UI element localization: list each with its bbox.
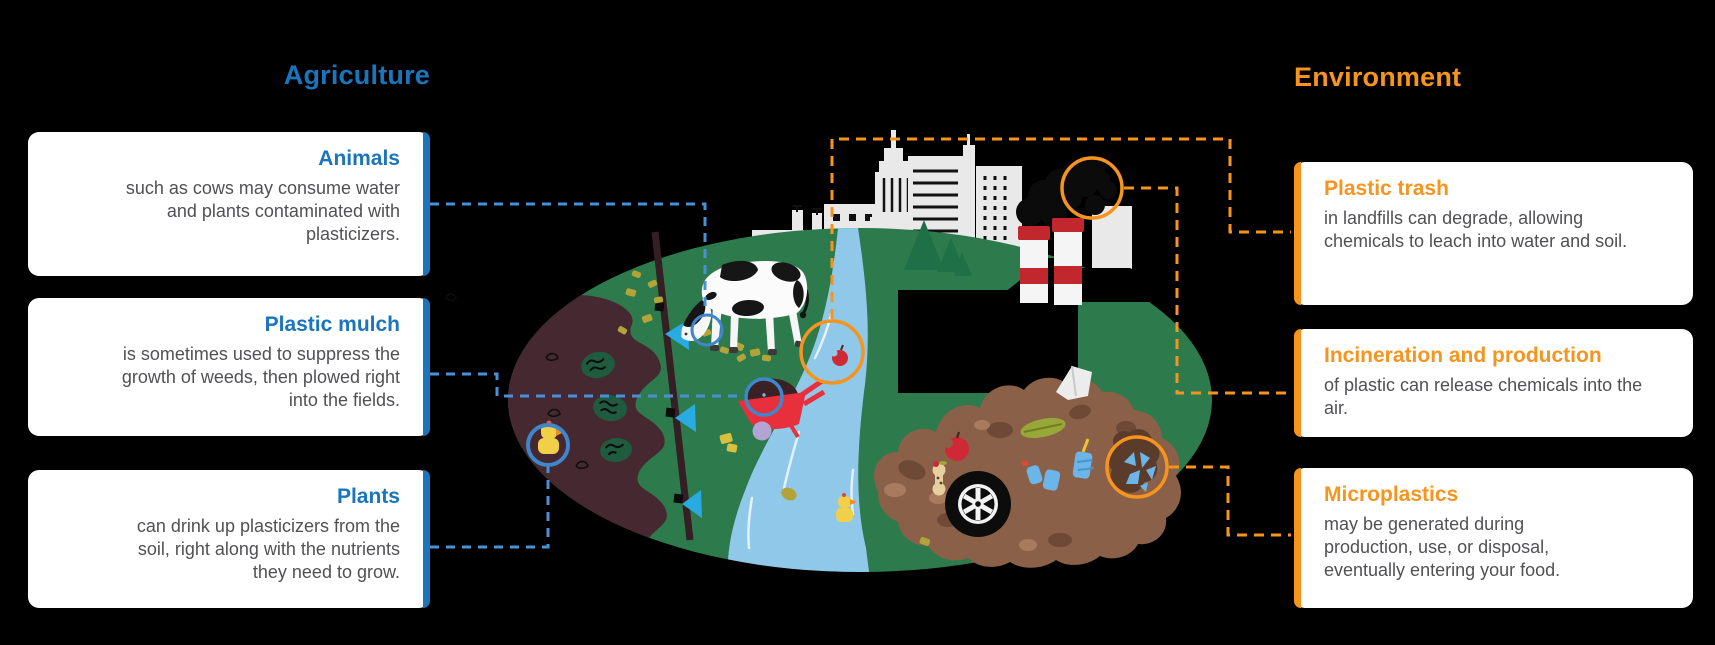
card-accent-bar xyxy=(423,132,430,276)
card-accent-bar xyxy=(423,470,430,608)
card-plants: Plants can drink up plasticizers from th… xyxy=(28,470,430,608)
card-microplastics: Microplastics may be generated during pr… xyxy=(1294,468,1693,608)
plastic-cup-icon xyxy=(1072,438,1095,479)
trash-pile-icon xyxy=(874,365,1181,568)
highlight-circle-duck xyxy=(526,423,570,467)
card-accent-bar xyxy=(1294,162,1301,305)
card-body: can drink up plasticizers from the soil,… xyxy=(136,516,400,582)
highlight-circle-cow xyxy=(690,313,724,347)
connector-incineration xyxy=(1124,186,1291,395)
leaf-icon xyxy=(1020,417,1066,439)
trash-in-river-icon xyxy=(830,344,848,366)
connector-microplastics xyxy=(1169,465,1291,537)
bank-debris-icon xyxy=(719,433,738,453)
floating-debris-icon xyxy=(781,487,797,501)
highlight-circle-wheelbarrow xyxy=(744,377,784,417)
card-title: Microplastics xyxy=(1324,483,1459,506)
microplastics-icon xyxy=(1108,429,1160,493)
tire-icon xyxy=(945,471,1011,537)
plastic-bottle-icon xyxy=(1021,460,1061,491)
card-body: is sometimes used to suppress the growth… xyxy=(121,344,400,410)
cow-icon xyxy=(681,260,809,355)
header-environment: Environment xyxy=(1294,62,1462,92)
card-title: Plastic trash xyxy=(1324,177,1449,200)
card-animals: Animals such as cows may consume water a… xyxy=(28,132,430,276)
card-title: Animals xyxy=(318,147,400,170)
card-title: Plants xyxy=(336,485,400,508)
card-body: such as cows may consume water and plant… xyxy=(125,178,400,244)
bug-scribble-icon xyxy=(445,293,589,469)
card-body: of plastic can release chemicals into th… xyxy=(1324,375,1643,418)
card-incineration: Incineration and production of plastic c… xyxy=(1294,329,1693,437)
connector-plastic-mulch xyxy=(430,372,744,398)
card-body: in landfills can degrade, allowing chemi… xyxy=(1324,208,1628,251)
connector-plastic-trash xyxy=(830,137,1291,319)
card-accent-bar xyxy=(1294,468,1301,608)
highlight-circle-smoke xyxy=(1060,156,1124,220)
apple-core-icon xyxy=(932,461,947,496)
apple-icon xyxy=(943,431,969,461)
card-accent-bar xyxy=(1294,329,1301,437)
connector-animals xyxy=(430,202,707,313)
conifer-trees-icon xyxy=(904,220,972,276)
crumpled-paper-icon xyxy=(1056,365,1092,400)
card-plastic-mulch: Plastic mulch is sometimes used to suppr… xyxy=(28,298,430,436)
connector-plants xyxy=(430,467,550,549)
card-accent-bar xyxy=(423,298,430,436)
smokestacks-icon xyxy=(1018,218,1084,305)
card-title: Incineration and production xyxy=(1324,344,1602,367)
rubber-duck-river-icon xyxy=(836,493,857,522)
wheelbarrow-icon xyxy=(738,378,826,441)
card-plastic-trash: Plastic trash in landfills can degrade, … xyxy=(1294,162,1693,305)
card-body: may be generated during production, use,… xyxy=(1324,514,1561,580)
highlight-circle-river-trash xyxy=(799,319,865,385)
header-agriculture: Agriculture xyxy=(283,60,430,90)
highlight-circle-microplastics xyxy=(1105,435,1169,499)
card-title: Plastic mulch xyxy=(264,313,400,336)
